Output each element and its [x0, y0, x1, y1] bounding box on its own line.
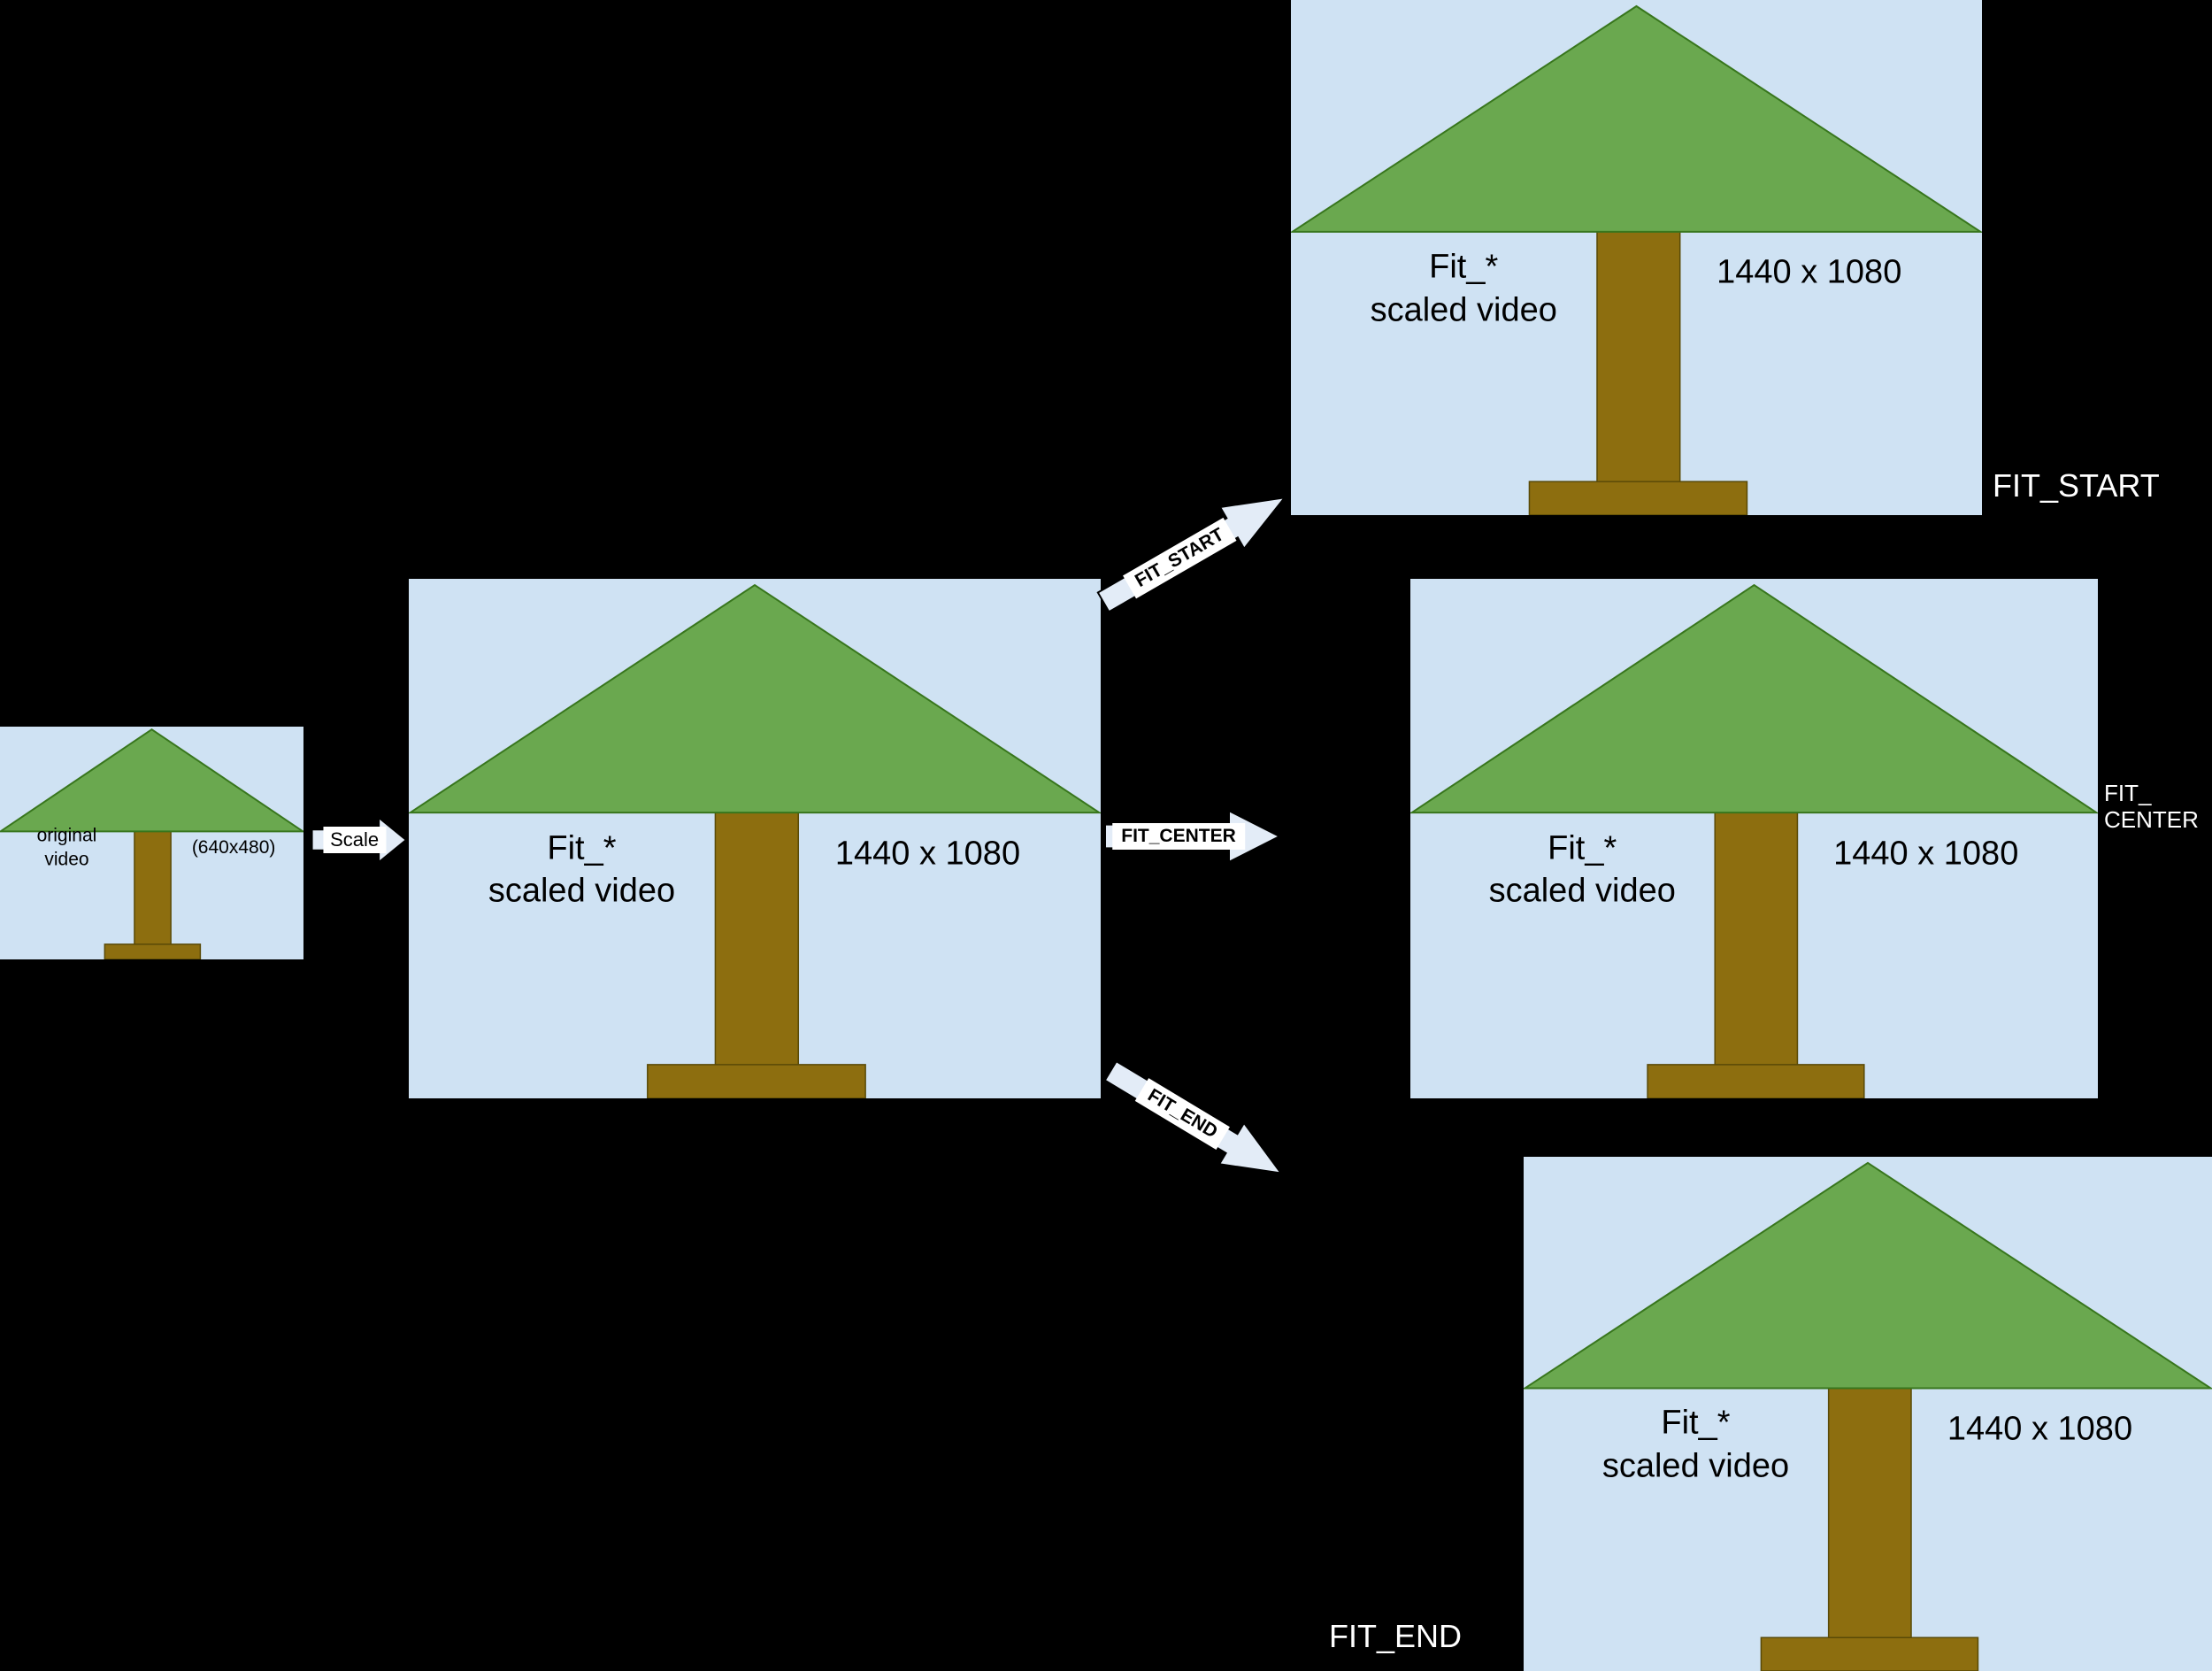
- tree-canopy-icon: [1, 729, 303, 831]
- fit-start-caption: FIT_START: [1993, 467, 2160, 504]
- tree-trunk: [715, 802, 798, 1072]
- fit-end-arrow: FIT_END: [1096, 1048, 1295, 1196]
- fit-center-caption-line2: CENTER: [2104, 805, 2199, 833]
- fit-center-size-label: 1440 x 1080: [1833, 835, 2019, 873]
- fit-center-caption: FIT_ CENTER: [2104, 780, 2199, 834]
- original-video-label: original video: [12, 823, 121, 872]
- scale-arrow-label: Scale: [323, 827, 387, 853]
- fit-center-caption-line1: FIT_: [2104, 780, 2152, 806]
- fit-end-size-label: 1440 x 1080: [1947, 1410, 2133, 1448]
- fit-start-box-label-line2: scaled video: [1370, 290, 1557, 328]
- original-video-label-line2: video: [44, 849, 89, 870]
- scaled-video-label: Fit_* scaled video: [423, 827, 741, 913]
- fit-start-box-label: Fit_* scaled video: [1305, 245, 1623, 331]
- tree-base: [1647, 1065, 1864, 1098]
- scaled-video-label-line1: Fit_*: [547, 829, 617, 867]
- tree-graphic: [0, 727, 303, 959]
- original-video-label-line1: original: [36, 825, 97, 846]
- tree-base: [104, 944, 200, 959]
- tree-canopy-icon: [1412, 585, 2097, 812]
- tree-base: [1761, 1637, 1978, 1671]
- tree-canopy-icon: [1525, 1163, 2211, 1388]
- tree-graphic: [409, 579, 1101, 1098]
- tree-canopy-icon: [411, 585, 1100, 812]
- fit-center-output-box: Fit_* scaled video 1440 x 1080: [1410, 579, 2098, 1098]
- tree-trunk: [134, 827, 171, 948]
- fit-start-arrow: FIT_START: [1090, 474, 1300, 625]
- fit-end-box-label-line2: scaled video: [1601, 1447, 1790, 1485]
- tree-graphic: [1524, 1157, 2212, 1671]
- fit-end-box-label-line1: Fit_*: [1661, 1404, 1731, 1442]
- fit-center-box-label: Fit_* scaled video: [1425, 827, 1740, 913]
- original-size-label: (640x480): [191, 836, 276, 858]
- fit-center-box-label-line1: Fit_*: [1548, 829, 1617, 867]
- fit-start-output-box: Fit_* scaled video 1440 x 1080: [1291, 0, 1982, 515]
- tree-trunk: [1597, 221, 1680, 489]
- scaled-video-label-line2: scaled video: [488, 872, 676, 910]
- tree-base: [648, 1065, 865, 1098]
- scaled-video-box: Fit_* scaled video 1440 x 1080: [409, 579, 1101, 1098]
- tree-canopy-icon: [1293, 6, 1981, 232]
- fit-start-box-label-line1: Fit_*: [1429, 248, 1499, 286]
- fit-end-box-label: Fit_* scaled video: [1538, 1402, 1855, 1488]
- original-video-box: original video (640x480): [0, 727, 303, 959]
- fit-start-size-label: 1440 x 1080: [1717, 253, 1902, 291]
- tree-base: [1529, 481, 1747, 515]
- tree-graphic: [1410, 579, 2098, 1098]
- scale-arrow: Scale: [311, 816, 407, 864]
- fit-center-arrow-label: FIT_CENTER: [1112, 823, 1245, 850]
- fit-end-caption: FIT_END: [1329, 1618, 1463, 1654]
- fit-end-output-box: Fit_* scaled video 1440 x 1080: [1524, 1157, 2212, 1671]
- tree-trunk: [1715, 802, 1797, 1072]
- fit-center-arrow: FIT_CENTER: [1104, 809, 1281, 864]
- tree-trunk: [1829, 1378, 1911, 1645]
- fit-center-box-label-line2: scaled video: [1488, 872, 1676, 910]
- scaled-size-label: 1440 x 1080: [834, 835, 1021, 873]
- tree-graphic: [1291, 0, 1982, 515]
